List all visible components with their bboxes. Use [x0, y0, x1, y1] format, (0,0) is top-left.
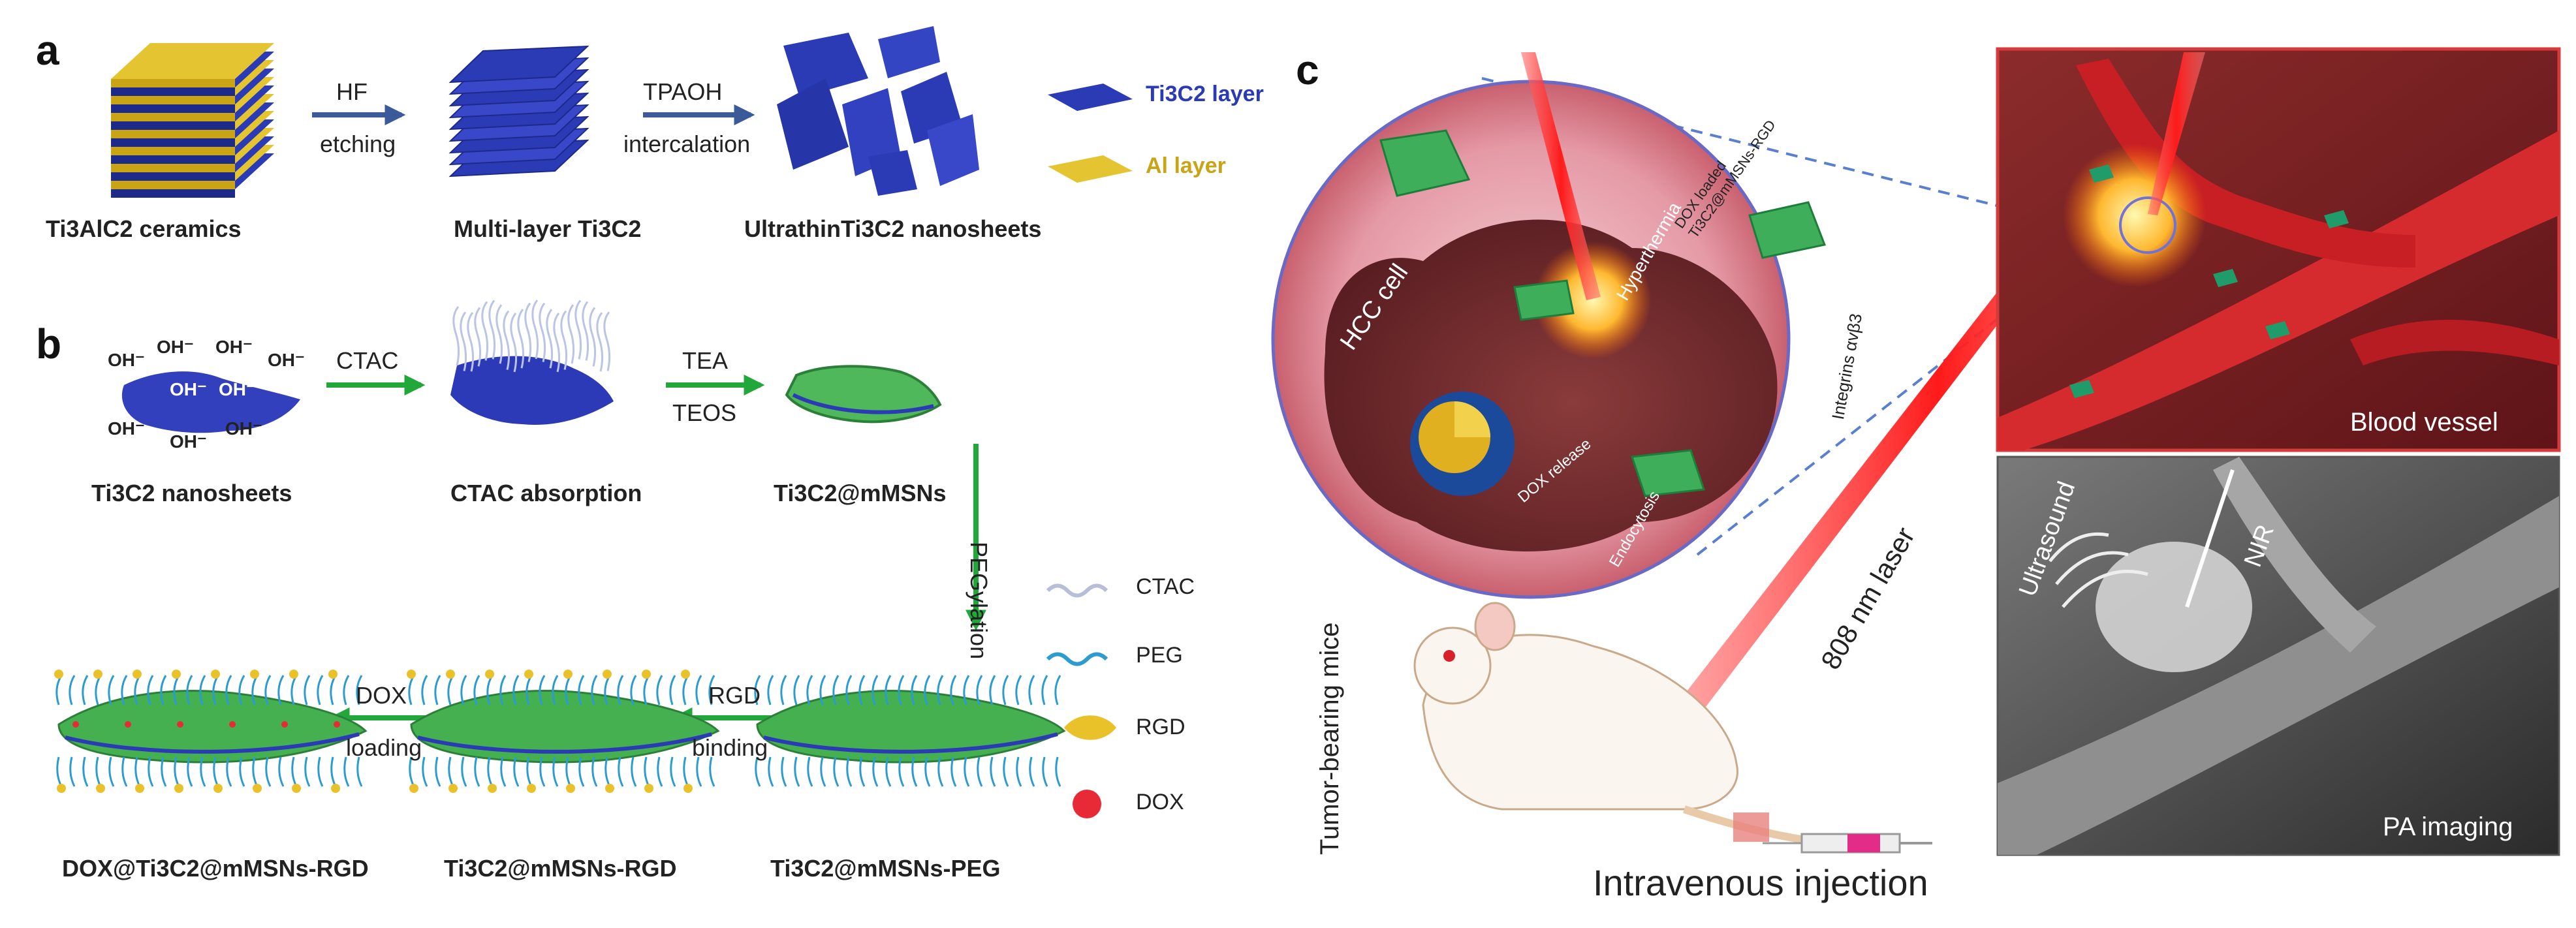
- cell-laser-beam: [1521, 52, 1601, 300]
- panel-a-letter: a: [36, 27, 59, 74]
- dox-sphere-icon: [1073, 790, 1101, 818]
- tumor-bearing-mice-label: Tumor-bearing mice: [1315, 622, 1344, 855]
- oh-label-1: OH⁻: [108, 350, 145, 370]
- syringe-icon: [1763, 833, 1932, 854]
- arrow-pegylation-label: PEGylation: [966, 542, 992, 660]
- ctac-absorbed-sheet: [450, 300, 614, 425]
- arrow-loading-label: loading: [346, 734, 422, 761]
- caption-ti3c2-mmsns: Ti3C2@mMSNs: [774, 480, 947, 506]
- arrow-ctac-label: CTAC: [336, 347, 399, 374]
- oh-label-5: OH⁻: [170, 379, 207, 399]
- panel-b-letter: b: [36, 320, 62, 367]
- multilayer-ti3c2-image: [448, 45, 589, 178]
- caption-ti3c2-mmsns-peg: Ti3C2@mMSNs-PEG: [770, 855, 1001, 882]
- arrow-binding-label: binding: [692, 734, 768, 761]
- caption-ti3alc2-ceramics: Ti3AlC2 ceramics: [46, 215, 242, 242]
- legend-ctac: CTAC: [1136, 574, 1195, 599]
- blood-vessel-label: Blood vessel: [2350, 408, 2498, 437]
- peg-wave-icon: [1046, 652, 1108, 666]
- caption-ti3c2-nanosheets: Ti3C2 nanosheets: [91, 480, 292, 506]
- blood-vessel-panel: [1996, 47, 2561, 452]
- oh-label-3: OH⁻: [215, 337, 253, 357]
- caption-multilayer-ti3c2: Multi-layer Ti3C2: [454, 215, 642, 242]
- arrow-tpaoh-label: TPAOH: [643, 78, 723, 105]
- dox-ti3c2-mmsns-rgd-sheet: [54, 670, 368, 793]
- ultrathin-nanosheets-image: [777, 26, 979, 196]
- arrow-dox-label: DOX: [356, 682, 407, 709]
- oh-label-4: OH⁻: [268, 350, 305, 370]
- ti3c2-mmsns-rgd-sheet: [407, 670, 720, 793]
- caption-ultrathin-nanosheets: UltrathinTi3C2 nanosheets: [744, 215, 1042, 242]
- arrow-teos-label: TEOS: [672, 399, 737, 426]
- pa-imaging-panel: [1996, 456, 2560, 856]
- arrow-rgd-label: RGD: [708, 682, 761, 709]
- al-layer-swatch: [1048, 155, 1133, 183]
- oh-label-8: OH⁻: [170, 431, 207, 452]
- rgd-cone-icon: [1064, 715, 1116, 740]
- arrow-etching-label: etching: [320, 131, 396, 157]
- legend-dox: DOX: [1136, 790, 1184, 814]
- hcc-cell-zoom-circle: [1271, 80, 1827, 599]
- legend-rgd: RGD: [1136, 715, 1186, 739]
- legend-ti3c2-layer: Ti3C2 layer: [1146, 82, 1264, 106]
- arrow-hf-label: HF: [336, 78, 368, 105]
- caption-ti3c2-mmsns-rgd: Ti3C2@mMSNs-RGD: [444, 855, 677, 882]
- ti3alc2-ceramics-block: [111, 43, 274, 198]
- legend-al-layer: Al layer: [1146, 153, 1226, 178]
- oh-label-7: OH⁻: [108, 418, 145, 439]
- ctac-wave-icon: [1046, 583, 1108, 598]
- oh-label-6: OH⁻: [219, 379, 256, 399]
- arrow-tea-label: TEA: [682, 347, 729, 374]
- legend-peg: PEG: [1136, 643, 1183, 668]
- arrow-intercalation-label: intercalation: [623, 131, 751, 157]
- panel-c-letter: c: [1296, 46, 1319, 93]
- oh-label-9: OH⁻: [225, 418, 262, 439]
- ti3c2-mmsns-peg-sheet: [754, 675, 1066, 787]
- caption-dox-ti3c2-mmsns-rgd: DOX@Ti3C2@mMSNs-RGD: [62, 855, 369, 882]
- oh-label-2: OH⁻: [157, 337, 194, 357]
- ti3c2-layer-swatch: [1048, 84, 1133, 111]
- caption-ctac-absorption: CTAC absorption: [450, 480, 642, 506]
- pa-imaging-label: PA imaging: [2383, 812, 2513, 841]
- intravenous-injection-label: Intravenous injection: [1593, 862, 1928, 903]
- ti3c2-nanosheet: [121, 371, 301, 433]
